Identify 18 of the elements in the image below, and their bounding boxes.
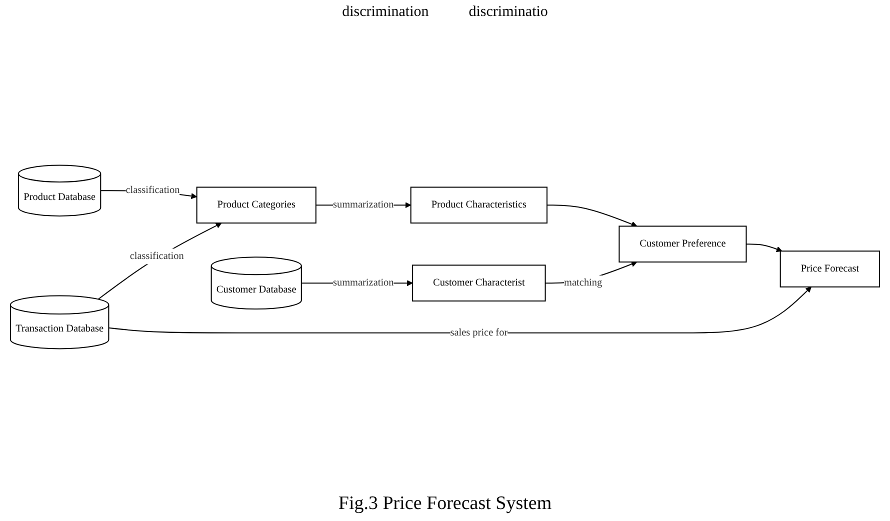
node-box: Customer Characterist xyxy=(412,264,546,302)
node-box: Product Categories xyxy=(196,186,316,224)
edge-label: matching xyxy=(564,277,602,288)
edge-label: summarization xyxy=(332,199,394,210)
node-box: Product Characteristics xyxy=(410,186,548,224)
node-box: Price Forecast xyxy=(780,250,880,288)
note-text: discriminatio xyxy=(468,4,548,21)
edge-label: classification xyxy=(126,184,180,196)
arrow xyxy=(98,222,222,300)
arrow xyxy=(746,244,782,252)
note-text: discrimination xyxy=(342,4,429,21)
arrow xyxy=(108,286,812,334)
edge-label: classification xyxy=(130,250,184,262)
edge-label: sales price for xyxy=(450,327,508,338)
node-box: Customer Preference xyxy=(618,226,747,263)
arrow xyxy=(547,204,638,228)
figure-caption: Fig.3 Price Forecast System xyxy=(338,493,552,515)
edge-label: summarization xyxy=(332,277,394,288)
